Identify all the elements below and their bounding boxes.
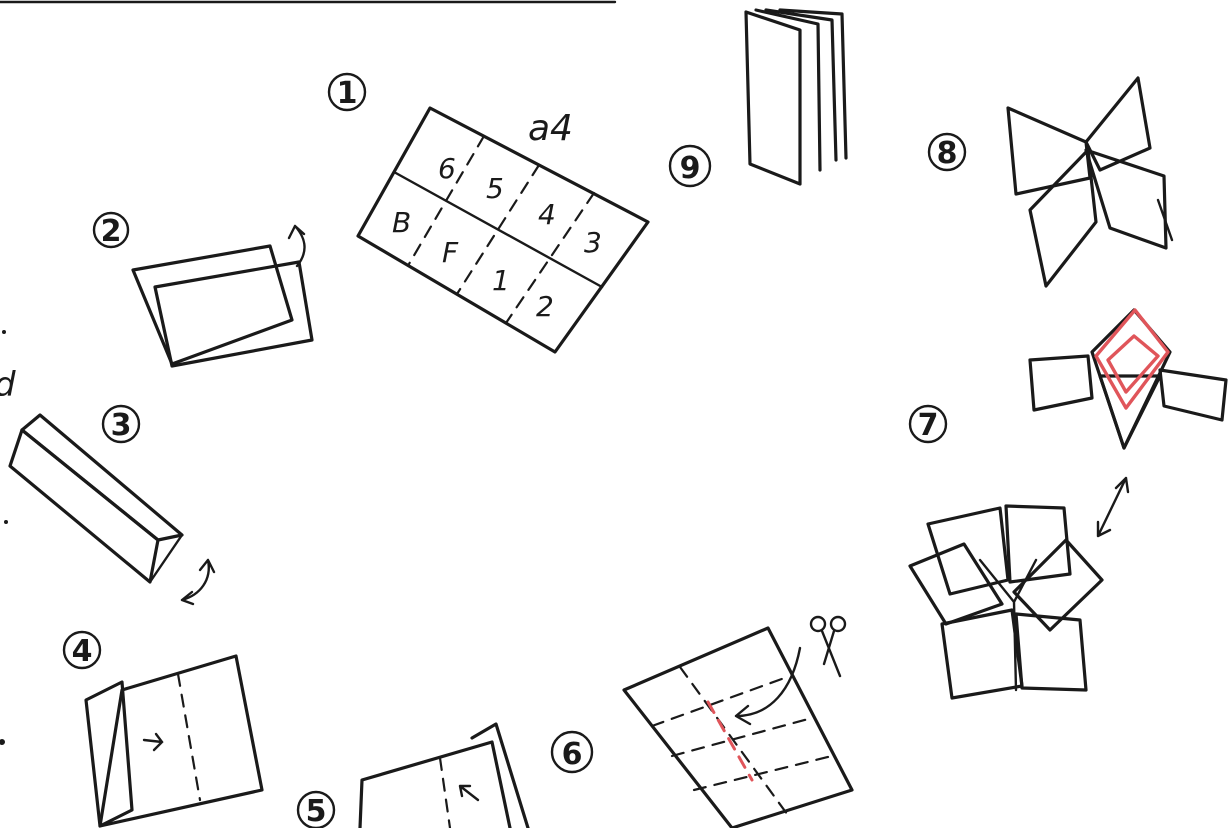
- panel-label-4: 4: [538, 198, 556, 231]
- step-4-folded-flap: [86, 682, 132, 826]
- step-6-cut: 6: [552, 617, 852, 828]
- step-6-crease-1: [652, 676, 790, 726]
- step-4-crease: [178, 674, 200, 800]
- flip-arrow-icon: [289, 226, 305, 266]
- step-8-number: 8: [937, 136, 958, 171]
- step-7-left-petal: [910, 544, 1002, 624]
- step-7-open-star: 7: [910, 310, 1226, 698]
- step-7-bottom-left: [942, 610, 1022, 698]
- cut-line: [708, 702, 752, 780]
- step-5-number: 5: [306, 794, 327, 828]
- booklet-page-1: [756, 10, 820, 170]
- step-7-red-inner: [1108, 336, 1158, 392]
- step-6-crease-2: [672, 718, 812, 756]
- step-8-cross: 8: [929, 78, 1172, 286]
- panel-label-3: 3: [584, 226, 602, 259]
- panel-label-2: 2: [536, 290, 554, 323]
- step-9-number: 9: [680, 151, 701, 186]
- step-4-arrow-icon: [144, 734, 162, 750]
- double-arrow-icon: [1098, 478, 1128, 536]
- step-8-top-panel: [1086, 78, 1150, 170]
- step-4-fold-in: 4: [64, 632, 262, 826]
- step-4-sheet: [100, 656, 262, 826]
- scissors-icon: [811, 617, 845, 676]
- cut-arrow-icon: [736, 648, 800, 724]
- panel-label-6: 6: [438, 152, 456, 185]
- fold-front-sheet: [155, 262, 312, 366]
- step-7-number: 7: [918, 408, 939, 443]
- step-6-number: 6: [562, 737, 583, 772]
- edge-dot-2: [0, 739, 5, 745]
- panel-label-5: 5: [486, 172, 504, 205]
- step-4-number: 4: [72, 634, 93, 669]
- edge-fragment-text: d: [0, 365, 16, 405]
- step-5-crease: [440, 758, 450, 828]
- step-2-number: 2: [101, 214, 122, 249]
- panel-label-b: B: [392, 206, 411, 239]
- step-6-crease-vertical: [680, 667, 790, 818]
- step-5-arrow-icon: [460, 786, 478, 800]
- step-3-number: 3: [111, 408, 132, 443]
- step-1-number: 1: [337, 76, 358, 111]
- step-2-fold-half: 2: [94, 213, 312, 366]
- paper-size-label: a4: [528, 108, 573, 149]
- step-1-a4-sheet: 1 a4 6 5 4 3 B F 1 2: [329, 74, 648, 352]
- step-8-left-panel: [1008, 108, 1090, 194]
- edge-dot-3: [2, 330, 6, 334]
- step-7-bottom-right: [1016, 614, 1086, 690]
- strip-back: [22, 415, 182, 540]
- step-5-fold-in: 5: [298, 724, 528, 828]
- panel-label-1: 1: [492, 264, 510, 297]
- booklet-cover: [746, 12, 800, 184]
- step-7-top-right-wing: [1160, 370, 1226, 420]
- fold-back-sheet: [133, 246, 292, 364]
- step-7-top-left-wing: [1030, 356, 1092, 410]
- step-6-crease-3: [694, 756, 832, 790]
- step-6-sheet: [624, 628, 852, 828]
- step-3-fold-strip: 3: [10, 406, 214, 604]
- rotate-arrow-icon: [182, 560, 214, 604]
- panel-label-f: F: [442, 236, 459, 269]
- step-9-booklet: 9: [670, 10, 846, 186]
- step-8-bottom-panel: [1030, 150, 1096, 286]
- edge-dot: [4, 520, 8, 524]
- step-5-sheet: [360, 742, 510, 828]
